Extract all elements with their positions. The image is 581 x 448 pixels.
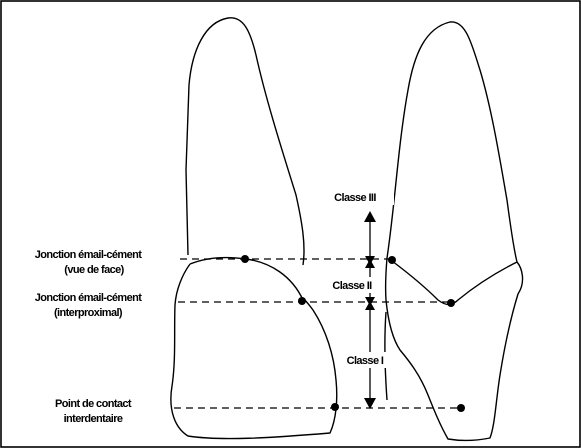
right-tooth-outline	[384, 21, 524, 442]
class1-label: Classe I	[347, 355, 384, 367]
class1-arrowhead-up	[365, 301, 375, 310]
left-tooth-root	[185, 17, 305, 266]
class1-arrowhead-down	[364, 398, 376, 409]
cej-face-dot-left	[241, 255, 249, 263]
left-tooth-crown	[170, 263, 338, 440]
class2-label: Classe II	[332, 280, 372, 292]
contact-dot-left	[331, 403, 339, 411]
contact-label-line2: interdentaire	[64, 413, 123, 425]
junction-inter-label-line1: Jonction émail-cément	[35, 292, 143, 304]
class3-label-bg	[316, 189, 394, 205]
class3-label: Classe III	[334, 192, 376, 204]
class2-label-bg	[322, 277, 384, 293]
junction-inter-label-line2: (interproximal)	[54, 307, 123, 319]
class3-arrowhead-up	[364, 211, 376, 222]
cej-face-dot-right	[388, 256, 396, 264]
class1-label-bg	[336, 352, 394, 368]
cej-inter-dot-right	[447, 299, 455, 307]
contact-dot-right	[457, 404, 465, 412]
right-tooth-cej-curve	[391, 260, 518, 306]
left-tooth-cej-curve	[189, 256, 304, 301]
contact-label-line1: Point de contact	[55, 398, 132, 410]
class2-arrowhead-up	[365, 259, 375, 268]
cej-inter-dot-left	[298, 297, 306, 305]
junction-face-label-line2: (vue de face)	[64, 264, 124, 276]
junction-face-label-line1: Jonction émail-cément	[35, 249, 143, 261]
